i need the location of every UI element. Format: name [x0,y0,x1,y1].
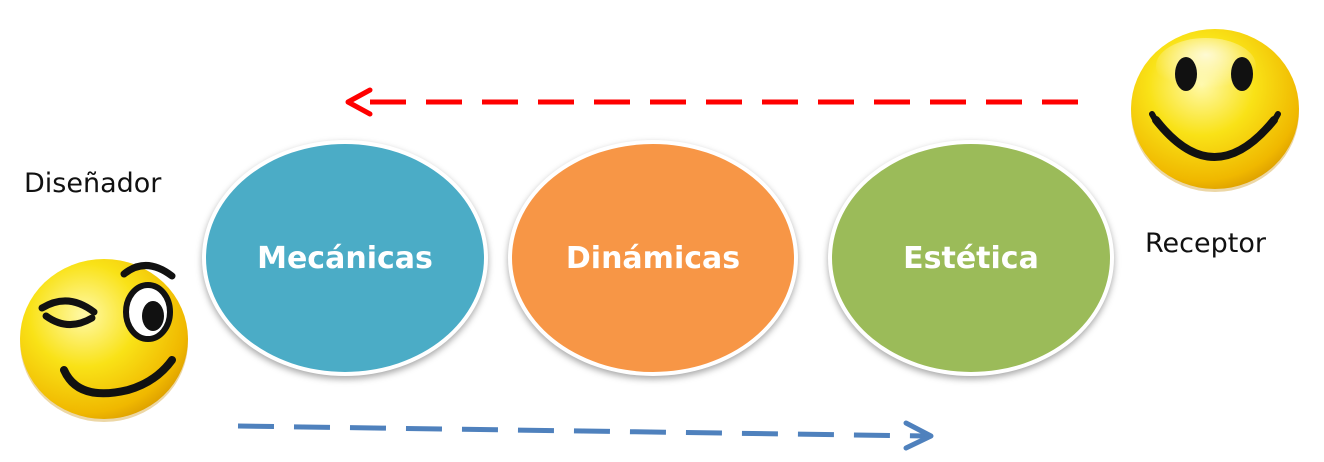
designer-label: Diseñador [24,168,162,199]
stage-estetica-label: Estética [903,240,1039,276]
smiley-icon [1131,29,1299,192]
winking-smiley-icon [20,259,188,422]
receiver-to-designer-arrow [345,87,1078,117]
stage-dinamicas-label: Dinámicas [565,240,741,276]
receiver-label: Receptor [1145,228,1266,259]
stage-dinamicas: Dinámicas [508,140,798,376]
stage-mecanicas-label: Mecánicas [257,240,433,276]
designer-to-receiver-arrow [237,420,934,451]
stage-mecanicas: Mecánicas [202,140,488,376]
stage-estetica: Estética [828,140,1114,376]
